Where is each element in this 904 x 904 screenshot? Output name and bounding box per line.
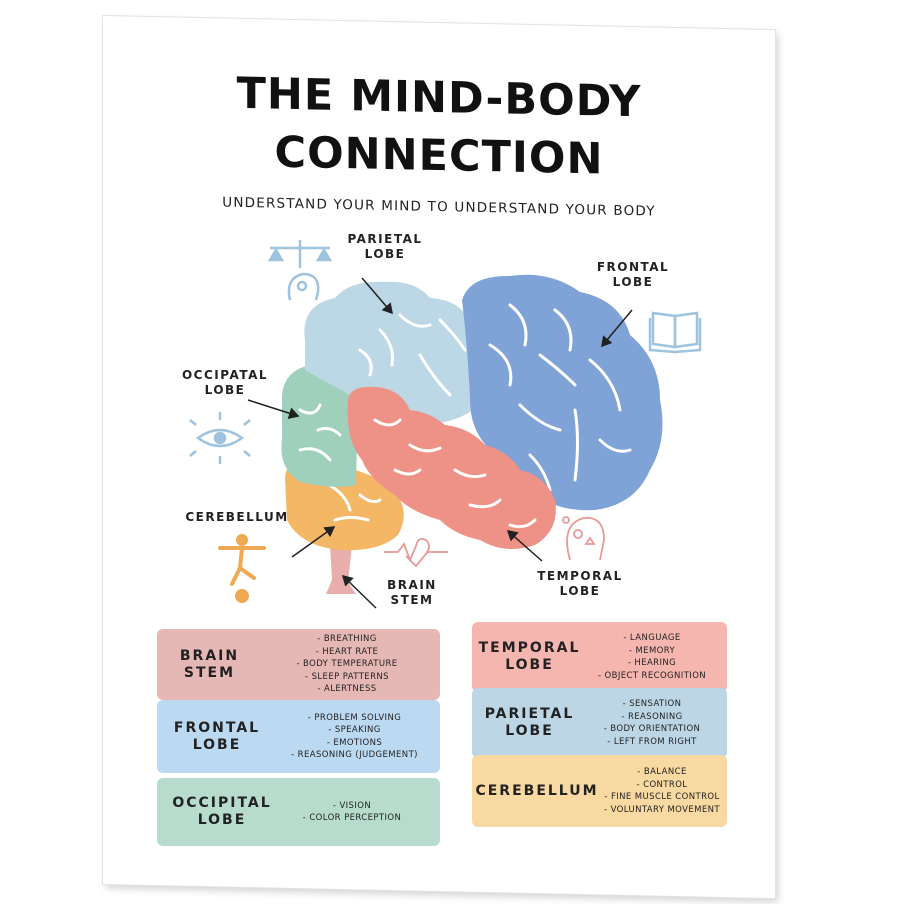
list-item: Body Orientation xyxy=(587,723,717,736)
label-frontal: FRONTAL LOBE xyxy=(596,260,670,289)
card-list-occipital: Vision Color Perception xyxy=(287,800,417,825)
label-parietal: PARIETAL LOBE xyxy=(347,232,423,261)
list-item: Hearing xyxy=(587,657,717,670)
card-temporal: TEMPORAL LOBE Language Memory Hearing Ob… xyxy=(472,622,727,692)
occipital-lobe-shape xyxy=(281,364,358,487)
head-with-ideas-icon xyxy=(562,516,605,561)
brain-stem-arrow xyxy=(341,574,377,609)
list-item: Sensation xyxy=(587,698,717,711)
card-title-parietal: PARIETAL LOBE xyxy=(484,706,575,739)
list-item: Body Temperature xyxy=(262,658,432,671)
list-item: Balance xyxy=(602,766,722,779)
heart-pulse-icon xyxy=(384,537,448,568)
scales-and-head-gear-icon xyxy=(267,240,333,301)
label-cerebellum: CEREBELLUM xyxy=(185,510,289,524)
parietal-arrow xyxy=(361,277,393,315)
list-item: Problem Solving xyxy=(277,712,432,725)
list-item: Reasoning (Judgement) xyxy=(277,749,432,762)
list-item: Object Recognition xyxy=(587,670,717,683)
list-item: Heart Rate xyxy=(262,646,432,659)
brain-stem-shape xyxy=(326,545,356,594)
list-item: Alertness xyxy=(262,683,432,696)
card-title-frontal: FRONTAL LOBE xyxy=(173,719,261,753)
card-list-cerebellum: Balance Control Fine Muscle Control Volu… xyxy=(602,766,722,816)
label-temporal: TEMPORAL LOBE xyxy=(537,569,623,598)
card-occipital: OCCIPITAL LOBE Vision Color Perception xyxy=(157,778,440,846)
temporal-lobe-shape xyxy=(347,386,556,549)
list-item: Language xyxy=(587,632,717,645)
list-item: Vision xyxy=(287,800,417,813)
occipital-arrow xyxy=(247,399,300,419)
list-item: Sleep Patterns xyxy=(262,671,432,684)
card-title-cerebellum: CEREBELLUM xyxy=(475,782,599,799)
list-item: Voluntary Movement xyxy=(602,804,722,817)
card-frontal: FRONTAL LOBE Problem Solving Speaking Em… xyxy=(157,700,440,773)
temporal-arrow xyxy=(506,530,543,562)
card-brain-stem: BRAIN STEM Breathing Heart Rate Body Tem… xyxy=(157,629,440,700)
eye-icon xyxy=(189,412,251,464)
card-list-parietal: Sensation Reasoning Body Orientation Lef… xyxy=(587,698,717,748)
list-item: Control xyxy=(602,779,722,792)
list-item: Reasoning xyxy=(587,711,717,724)
list-item: Emotions xyxy=(277,737,432,750)
label-occipital: OCCIPATAL LOBE xyxy=(181,368,268,397)
card-list-brain-stem: Breathing Heart Rate Body Temperature Sl… xyxy=(262,633,432,696)
person-kicking-ball-icon xyxy=(218,534,266,603)
card-title-occipital: OCCIPITAL LOBE xyxy=(172,795,272,828)
list-item: Left From Right xyxy=(587,736,717,749)
open-book-icon xyxy=(648,311,702,354)
card-list-frontal: Problem Solving Speaking Emotions Reason… xyxy=(277,712,432,762)
card-title-brain-stem: BRAIN STEM xyxy=(179,647,240,681)
list-item: Speaking xyxy=(277,724,432,737)
card-title-temporal: TEMPORAL LOBE xyxy=(478,640,581,673)
cerebellum-arrow xyxy=(291,526,336,558)
card-cerebellum: CEREBELLUM Balance Control Fine Muscle C… xyxy=(472,755,727,827)
card-list-temporal: Language Memory Hearing Object Recogniti… xyxy=(587,632,717,682)
card-parietal: PARIETAL LOBE Sensation Reasoning Body O… xyxy=(472,688,727,758)
list-item: Breathing xyxy=(262,633,432,646)
list-item: Fine Muscle Control xyxy=(602,791,722,804)
list-item: Memory xyxy=(587,645,717,658)
frontal-arrow xyxy=(601,309,633,348)
list-item: Color Perception xyxy=(287,812,417,825)
label-brain-stem: BRAIN STEM xyxy=(387,578,437,607)
